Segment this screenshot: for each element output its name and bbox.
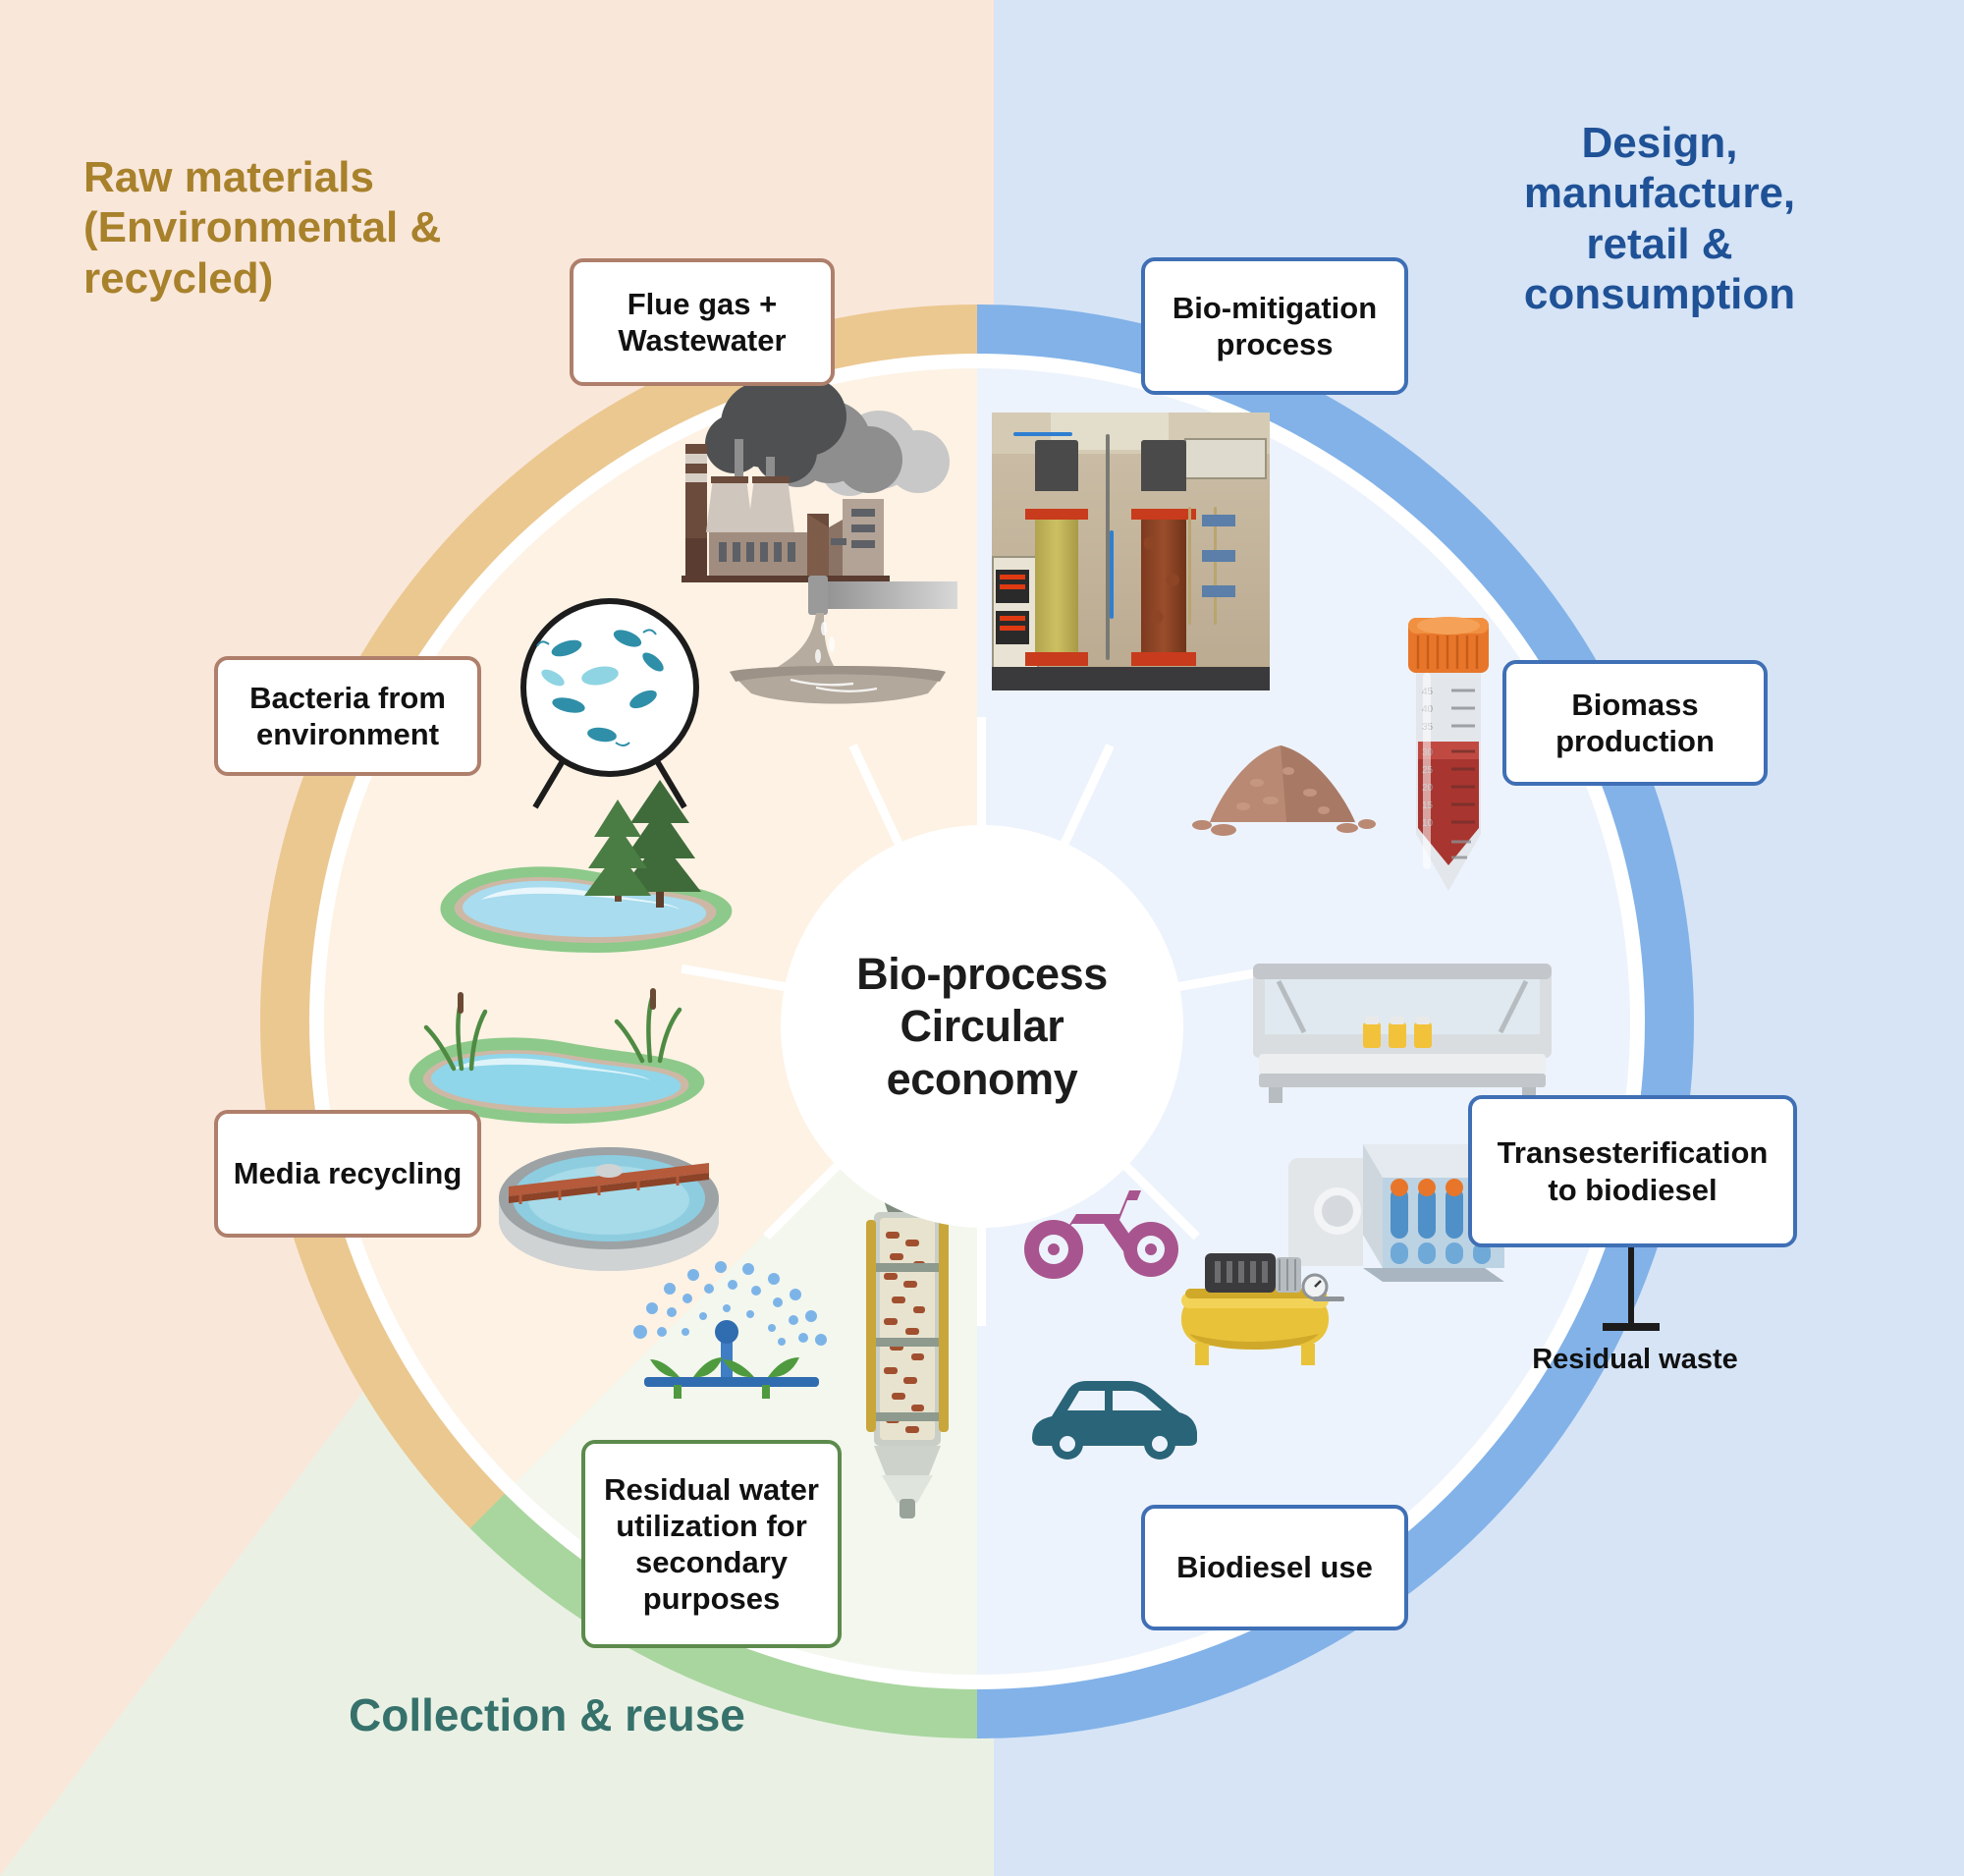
label-biomitigation-process[interactable]: Bio-mitigation process bbox=[1141, 257, 1408, 395]
label-residual-water-utilization[interactable]: Residual water utilization for secondary… bbox=[581, 1440, 842, 1648]
packed-bed-bioreactor-icon bbox=[845, 1169, 972, 1522]
quadrant-title-raw-materials: Raw materials (Environmental & recycled) bbox=[83, 153, 442, 303]
label-media-recycling[interactable]: Media recycling bbox=[214, 1110, 481, 1238]
residual-waste-connector-line bbox=[1628, 1247, 1634, 1329]
hub-line-2: Circular bbox=[900, 1001, 1064, 1052]
motorcycle-icon bbox=[1021, 1175, 1188, 1283]
air-compressor-icon bbox=[1164, 1245, 1350, 1368]
lake-with-reeds-icon bbox=[393, 963, 717, 1139]
bioreactor-columns-photo bbox=[992, 413, 1270, 690]
quadrant-title-collection: Collection & reuse bbox=[349, 1689, 745, 1740]
lake-with-trees-icon bbox=[422, 756, 746, 972]
factory-smokestack-icon bbox=[648, 377, 972, 609]
quadrant-title-design: Design, manufacture, retail & consumptio… bbox=[1523, 119, 1796, 319]
label-bacteria-from-environment[interactable]: Bacteria from environment bbox=[214, 656, 481, 776]
label-biomass-production[interactable]: Biomass production bbox=[1502, 660, 1768, 786]
laboratory-fume-hood-icon bbox=[1245, 958, 1559, 1105]
biomass-pile-icon bbox=[1192, 732, 1376, 840]
hub-line-3: economy bbox=[886, 1053, 1078, 1104]
wastewater-outfall-icon bbox=[722, 570, 957, 717]
bacteria-magnifier-icon bbox=[506, 597, 717, 813]
label-biodiesel-use[interactable]: Biodiesel use bbox=[1141, 1505, 1408, 1630]
label-flue-gas-wastewater[interactable]: Flue gas + Wastewater bbox=[570, 258, 835, 386]
label-transesterification[interactable]: Transesterification to biodiesel bbox=[1468, 1095, 1797, 1247]
wastewater-clarifier-icon bbox=[491, 1110, 736, 1287]
residual-waste-connector-cap bbox=[1603, 1323, 1660, 1331]
irrigation-sprinkler-icon bbox=[619, 1238, 845, 1434]
hub-line-1: Bio-process bbox=[856, 949, 1108, 1000]
center-hub: Bio-process Circular economy bbox=[781, 825, 1183, 1228]
label-residual-waste: Residual waste bbox=[1532, 1344, 1738, 1375]
hub-title: Bio-process Circular economy bbox=[856, 948, 1108, 1104]
car-icon bbox=[1026, 1369, 1203, 1462]
centrifuge-tube-icon: 454035 302520 1510 bbox=[1394, 614, 1502, 918]
